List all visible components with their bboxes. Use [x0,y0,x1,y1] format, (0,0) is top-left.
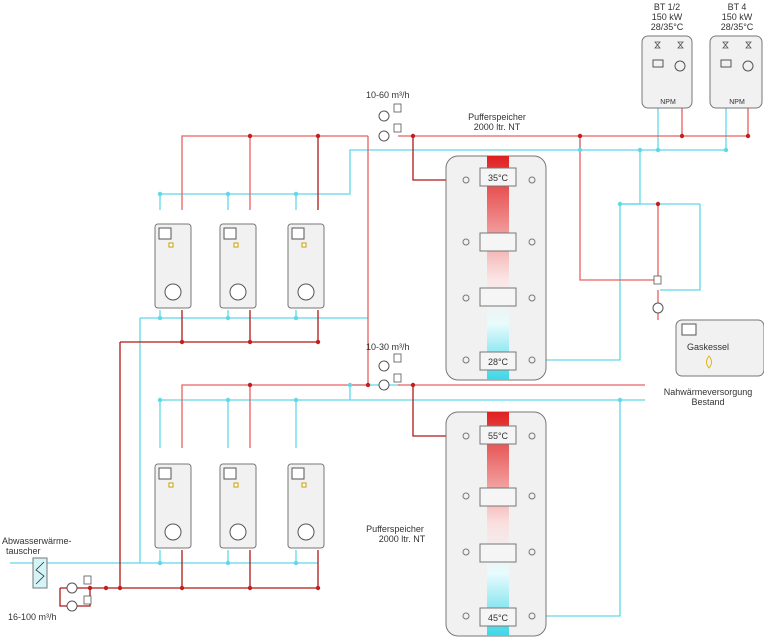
bt4-name: BT 4 [728,2,747,12]
upper-buffer-label-line1: Pufferspeicher [468,112,526,122]
valve-icon [653,275,662,285]
wastewater-pump-flow-label: 16-100 m³/h [8,612,57,622]
valve-icon [393,123,402,133]
heat-pump-unit [287,463,325,549]
tank-ports [462,176,536,620]
bt12-temps: 28/35°C [651,22,684,32]
heat-pump-unit [219,223,257,309]
hot-pipes [181,108,749,448]
district-heating-line2: Bestand [691,397,724,407]
fan-icon [297,283,315,301]
fan-icon [164,283,182,301]
lower-buffer-label-line2: 2000 ltr. NT [379,534,426,544]
valve-icon [393,353,402,363]
valve-icon [393,373,402,383]
bt4-npm-label: NPM [729,99,745,106]
lower-buffer-top-temp: 55°C [488,431,509,441]
junction-dots [157,147,729,566]
valves [83,103,662,605]
bt12-npm-label: NPM [660,99,676,106]
wastewater-hx-symbol [32,557,48,589]
flame-icon [706,355,712,369]
pumps [66,110,390,612]
pump-icon [378,379,390,391]
pump-icon [378,130,390,142]
bt4-power: 150 kW [722,12,753,22]
heat-pump-unit [287,223,325,309]
heat-pump-unit [154,223,192,309]
bt12-power: 150 kW [652,12,683,22]
pump-icon [66,600,78,612]
upper-buffer-top-temp: 35°C [488,173,509,183]
gas-boiler-pump-icon [652,302,664,314]
upper-pump-flow-label: 10-60 m³/h [366,90,410,100]
valve-icon [83,575,92,585]
pump-icon [378,360,390,372]
fan-icon [229,283,247,301]
heat-pump-unit [154,463,192,549]
buffer-tank-upper [445,155,547,381]
gas-boiler-label: Gaskessel [687,342,729,352]
heat-pump-unit [219,463,257,549]
valve-icon [83,595,92,605]
wastewater-hx-line2: tauscher [6,546,41,556]
valve-icon [393,103,402,113]
fan-icon [229,523,247,541]
gas-boiler-unit [675,319,764,377]
lower-buffer-bottom-temp: 45°C [488,613,509,623]
lower-buffer-label-line1: Pufferspeicher [366,524,424,534]
wastewater-hx-line1: Abwasserwärme- [2,536,72,546]
fan-icon [297,523,315,541]
bt12-unit [641,35,693,109]
bt4-unit [709,35,763,109]
cold-pipes [10,108,727,617]
bt12-name: BT 1/2 [654,2,680,12]
heat-pump-units [154,223,325,549]
upper-buffer-bottom-temp: 28°C [488,357,509,367]
lower-pump-flow-label: 10-30 m³/h [366,342,410,352]
fan-icon [164,523,182,541]
pump-icon [66,582,78,594]
upper-buffer-label-line2: 2000 ltr. NT [474,122,521,132]
pump-icon [378,110,390,122]
junction-dots-red [87,133,751,591]
district-heating-line1: Nahwärmeversorgung [664,387,753,397]
buffer-tank-lower [445,411,547,637]
bt4-temps: 28/35°C [721,22,754,32]
